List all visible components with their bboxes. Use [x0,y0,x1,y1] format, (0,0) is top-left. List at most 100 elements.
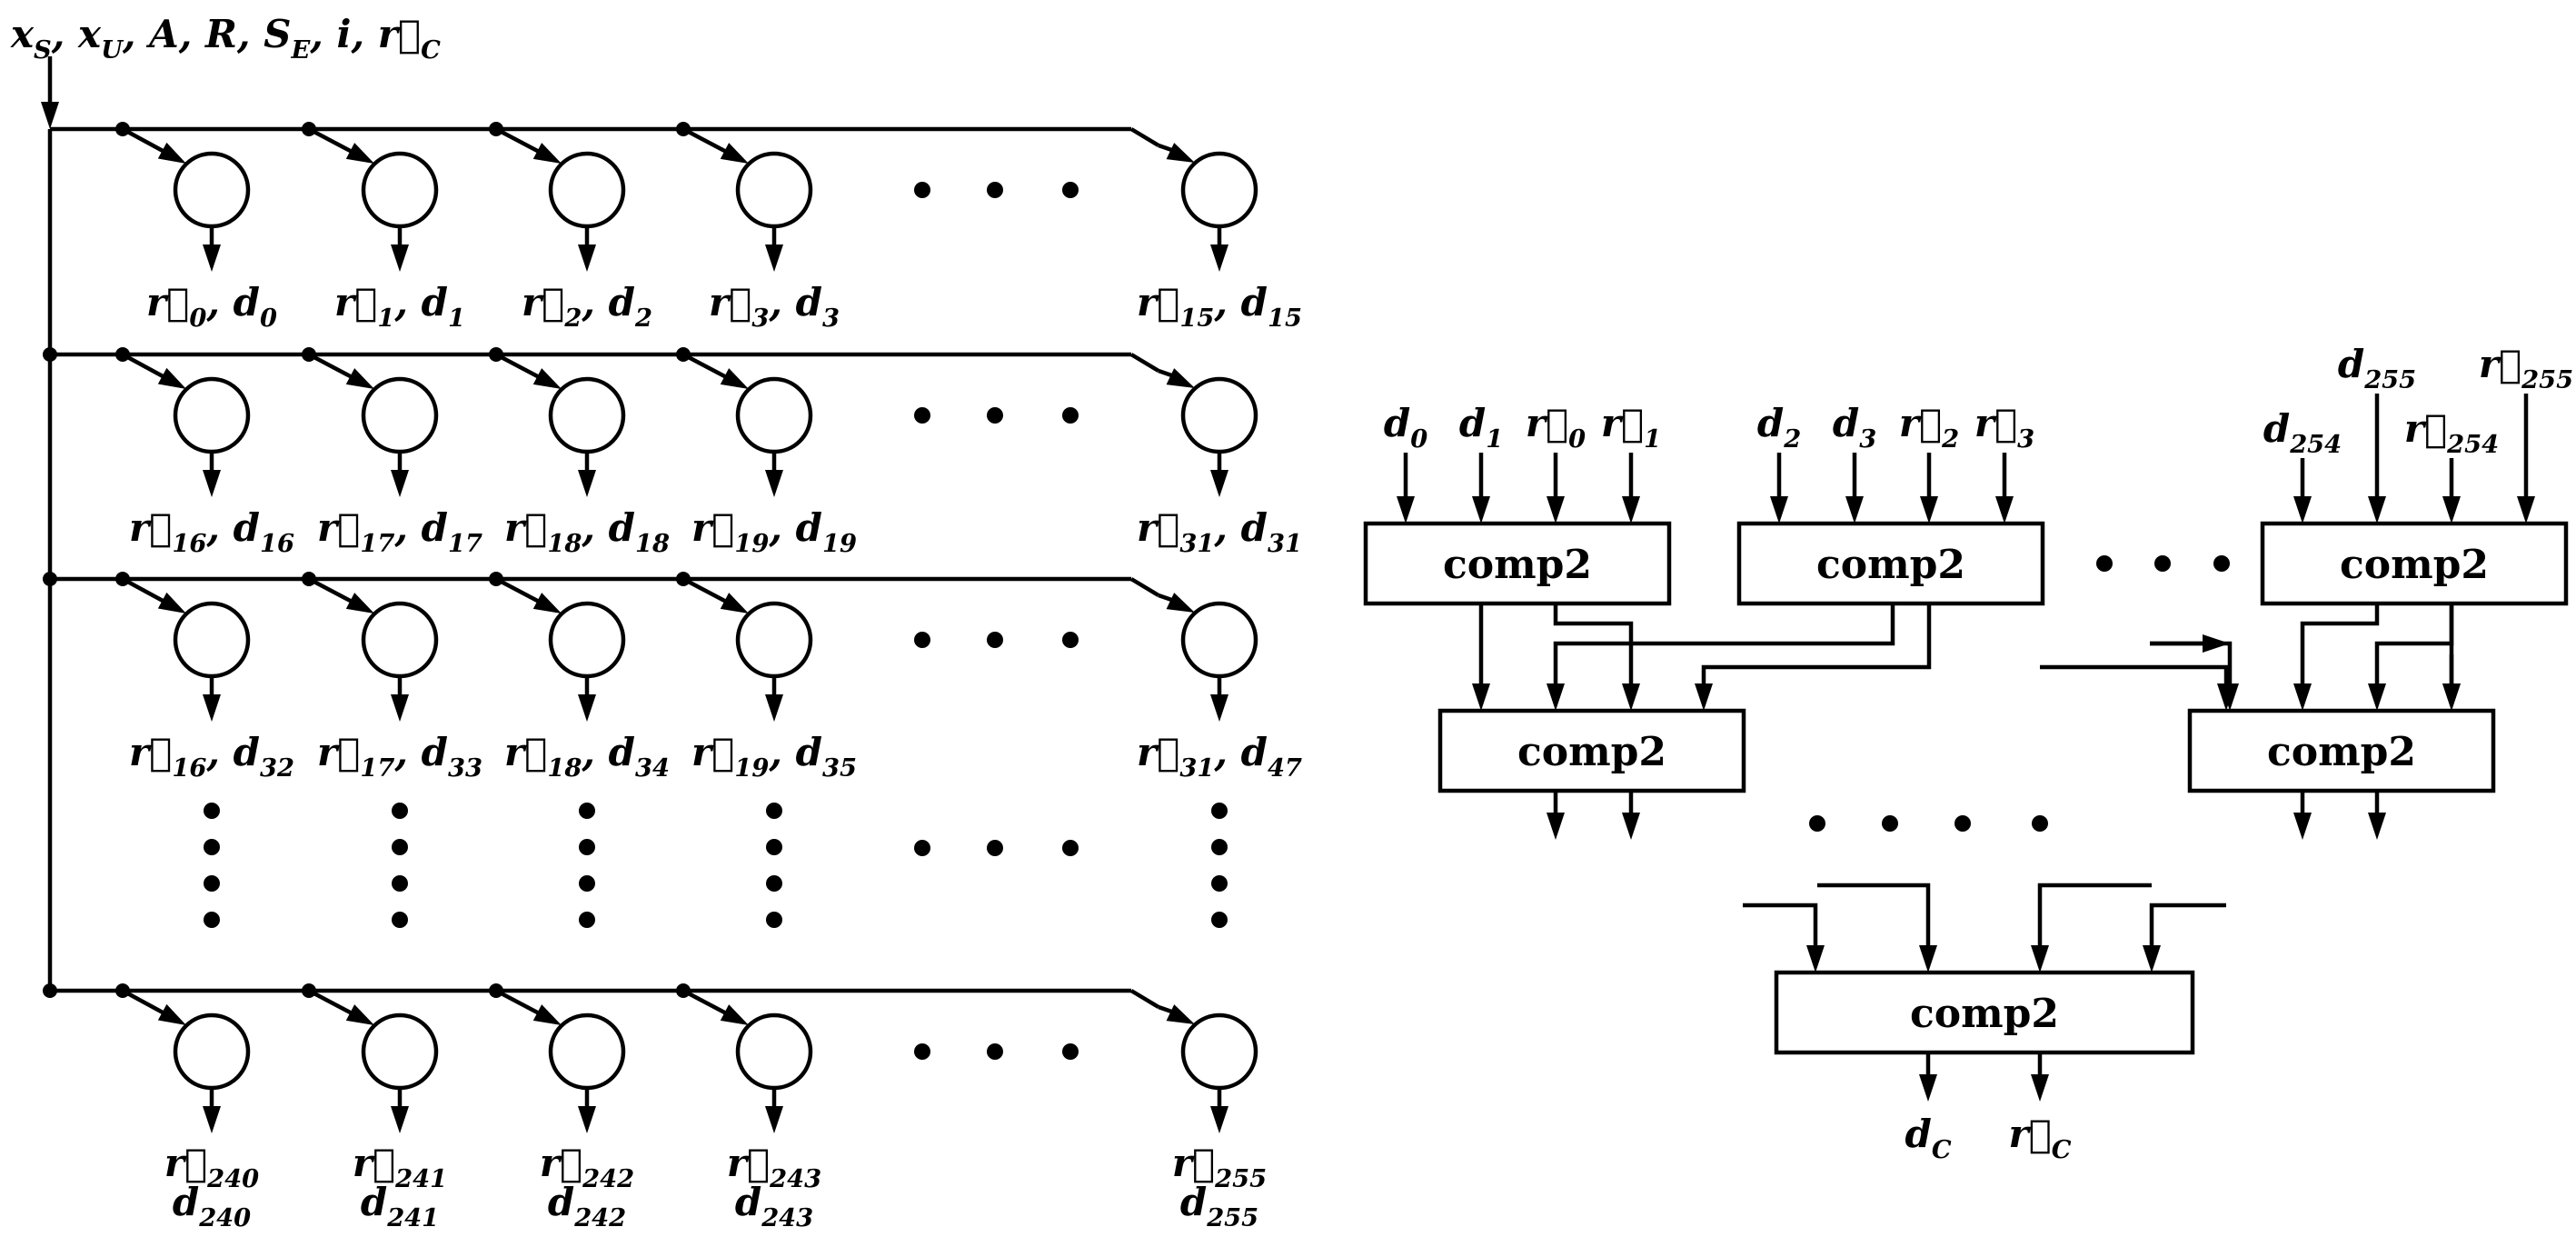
comp2-input-arrow-head [1472,496,1490,524]
node-output-label: r⃗15​, d15​ [1137,280,1302,333]
node-output-label: r⃗16​, d32​ [129,730,294,783]
branch-arrow-head [345,1004,374,1025]
comp2-input-arrow-head [1995,496,2014,524]
node-output-arrow-head [203,694,221,722]
ellipsis-dot [766,875,782,892]
node-circle [361,151,439,229]
ellipsis-dot [1062,407,1079,424]
branch-arrow-head [720,593,749,614]
row-junction-dot [489,572,503,586]
branch-arrow-head [157,1003,186,1025]
branch-arrow [494,989,542,1016]
ellipsis-dot [204,839,220,855]
row-junction-dot [302,347,316,362]
tree-wire-stub-head [2203,634,2230,653]
node-output-arrow-head [391,1106,409,1133]
node-output-label: r⃗0​, d0​ [146,280,277,333]
tree-arrow [2300,604,2380,687]
row-junction-dot [302,572,316,586]
node-circle [361,376,439,454]
comp2-label: comp2 [1517,729,1666,775]
comp2-input-label: d255​ [2338,342,2416,394]
node-output-arrow-head [765,244,783,272]
node-output-label: r⃗255​ [1172,1141,1267,1193]
bottom-input-arrow-head [1919,945,1937,973]
branch-arrow-head [345,368,374,389]
ellipsis-dot [2213,555,2230,572]
comp2-box [1774,970,2195,1055]
node-circle [173,601,251,679]
comp2-input-label: d1​ [1459,401,1503,454]
node-output-label: r⃗241​ [353,1141,447,1193]
tree-arrow-head [2442,683,2461,711]
tree-arrow-head [2293,683,2312,711]
row-junction-dot [489,122,503,136]
branch-arrow [307,353,355,380]
tree-arrow [2040,664,2229,687]
last-node-arrow-head [1166,1004,1195,1024]
ellipsis-dot [2096,555,2113,572]
mid-output-arrow-head [2293,813,2312,840]
branch-arrow-head [720,143,749,164]
comp2-input-arrow-head [1770,496,1788,524]
bus-junction-dot [43,347,57,362]
node-output-label: r⃗19​, d35​ [691,730,857,783]
tree-arrow-head [1472,683,1490,711]
comp2-input-arrow-head [2517,496,2535,524]
comp2-input-arrow-head [2442,496,2461,524]
ellipsis-dot [204,912,220,928]
node-circle [735,601,813,679]
branch-arrow-head [345,143,374,164]
comp2-input-label: r⃗254​ [2404,406,2499,459]
node-output-label: r⃗240​ [164,1141,259,1193]
branch-arrow [121,577,167,604]
tree-arrow [1553,604,1634,687]
ellipsis-dot [914,632,930,648]
node-output-arrow-head [578,470,596,497]
ellipsis-dot [914,1043,930,1060]
row-line-bend [1129,577,1160,597]
branch-arrow-head [532,143,562,164]
comp2-input-label: r⃗2​ [1899,401,1959,454]
ellipsis-dot [1211,875,1228,892]
row-junction-dot [115,122,130,136]
row-junction-dot [489,983,503,998]
branch-arrow [681,353,730,380]
bottom-input-arrow [2037,883,2152,949]
node-output-label: d255​ [1180,1180,1258,1232]
last-node-arrow-head [1166,143,1195,163]
ellipsis-dot [987,182,1003,198]
row-junction-dot [676,347,691,362]
row-junction-dot [489,347,503,362]
node-output-label: r⃗1​, d1​ [334,280,465,333]
comp2-input-arrow-head [2368,496,2386,524]
comp2-input-label: r⃗1​ [1601,401,1661,454]
node-circle [1180,601,1258,679]
node-output-arrow-head [1210,244,1228,272]
bus-junction-dot [43,572,57,586]
node-output-arrow-head [765,1106,783,1133]
branch-arrow [307,127,355,155]
node-output-label: d241​ [361,1180,439,1232]
ellipsis-dot [766,839,782,855]
node-output-arrow-head [765,470,783,497]
comp2-input-label: d2​ [1757,401,1801,454]
final-output-label: r⃗C​ [2008,1112,2071,1164]
ellipsis-dot [1062,840,1079,856]
comp2-input-label: r⃗255​ [2479,342,2573,394]
node-circle [1180,1013,1258,1091]
branch-arrow-head [720,368,749,389]
ellipsis-dot [987,1043,1003,1060]
comp2-box [1736,521,2045,606]
node-circle [548,601,626,679]
node-circle [548,151,626,229]
row-junction-dot [115,572,130,586]
ellipsis-dot [766,803,782,819]
node-output-arrow-head [765,694,783,722]
comp2-box [1363,521,1672,606]
last-node-arrow-head [1166,593,1195,613]
node-output-label: d240​ [173,1180,251,1232]
input-arrow-head [41,102,59,129]
ellipsis-dot [2032,815,2048,832]
row-line-bend [1129,989,1160,1009]
